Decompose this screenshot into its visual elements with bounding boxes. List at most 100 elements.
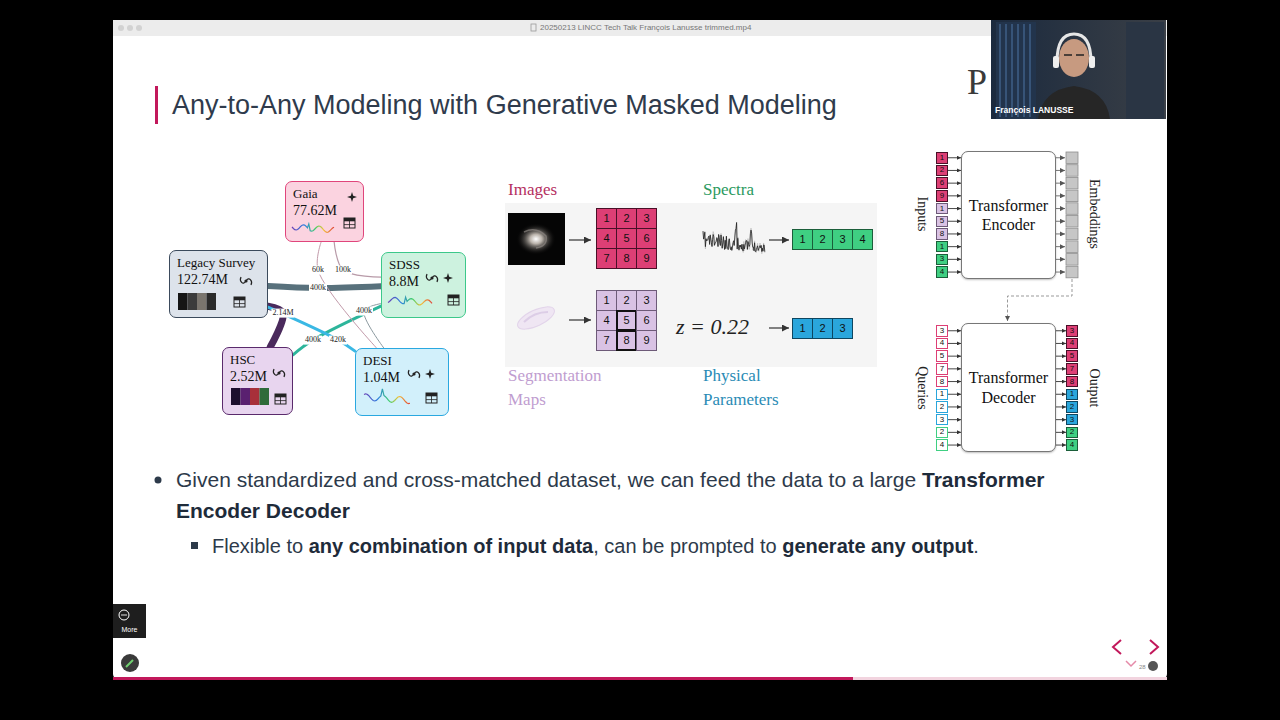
embedding-arrow (1055, 246, 1065, 247)
crossmatch-count: 100k (334, 266, 352, 275)
token-box: 7 (1066, 363, 1078, 375)
token-number: 1 (603, 213, 609, 224)
token-number: 2 (1070, 403, 1074, 411)
token-arrow (948, 406, 961, 407)
slide-title: Any-to-Any Modeling with Generative Mask… (172, 89, 837, 121)
token-number: 3 (940, 416, 944, 424)
more-icon-dot (125, 614, 127, 616)
embedding-cell (1066, 228, 1078, 240)
token-box: 3 (936, 325, 948, 337)
token-number: 2 (623, 295, 629, 306)
token-box: 2 (1066, 401, 1078, 413)
embedding-cell (1066, 165, 1078, 177)
token-box: 2 (936, 401, 948, 413)
galaxy-arm (524, 230, 546, 248)
token-number: 6 (643, 233, 649, 244)
crossmatch-count: 400k (304, 336, 322, 345)
token-number: 6 (940, 179, 944, 187)
table-icon (234, 297, 245, 307)
crossmatch-link (334, 242, 381, 277)
pen-icon (126, 660, 133, 667)
token-number: 4 (603, 233, 609, 244)
token-arrow (1056, 406, 1066, 407)
survey-name: DESI (363, 353, 392, 369)
token-number: 2 (1070, 428, 1074, 436)
token-box: 3 (936, 254, 948, 266)
token-arrow (948, 233, 961, 234)
galaxy-glow (516, 223, 556, 255)
star-icon (347, 192, 357, 202)
token-number: 3 (643, 213, 649, 224)
webcam-frame (991, 20, 1166, 119)
token-arrow (948, 183, 961, 184)
embedding-arrow (1055, 208, 1065, 209)
token-number: 4 (1070, 441, 1074, 449)
spectrum-icon (364, 389, 410, 404)
star-icon (425, 369, 435, 379)
survey-count: 122.74M (177, 271, 228, 288)
token-number: 3 (940, 327, 944, 335)
token-number: 3 (1070, 327, 1074, 335)
token-box: 4 (936, 266, 948, 278)
token-box: 8 (616, 330, 637, 351)
embedding-cell (1066, 216, 1078, 228)
galaxy-icon (240, 277, 251, 285)
galaxy-icon (426, 274, 437, 282)
more-icon (119, 610, 129, 620)
crossmatch-link (317, 242, 376, 348)
sub-bullet-square (191, 542, 198, 549)
video-window (113, 20, 1167, 680)
token-number: 3 (1070, 416, 1074, 424)
token-number: 3 (940, 255, 944, 263)
window-button (136, 25, 142, 31)
window-button (118, 25, 124, 31)
star-icon (443, 273, 453, 283)
token-number: 1 (799, 234, 805, 245)
token-number: 4 (940, 268, 944, 276)
galaxy-image (508, 213, 565, 265)
embedding-cell (1066, 266, 1078, 278)
bullet-dot (155, 477, 162, 484)
token-box: 1 (596, 290, 617, 311)
embedding-arrow (1055, 157, 1065, 158)
survey-name: Legacy Survey (177, 255, 255, 271)
bullet-text: Flexible to any combination of input dat… (212, 531, 1160, 561)
prev-arrow (1113, 640, 1121, 654)
token-arrow (948, 259, 961, 260)
token-box: 4 (596, 310, 617, 331)
token-number: 4 (859, 234, 865, 245)
glasses (1064, 54, 1084, 56)
token-box: 1 (792, 318, 813, 339)
embedding-token (1055, 266, 1078, 278)
table-icon (448, 295, 459, 305)
image-strip (207, 293, 217, 310)
token-arrow (948, 394, 961, 395)
token-number: 8 (1070, 378, 1074, 386)
image-strip (260, 388, 270, 405)
token-arrow (948, 208, 961, 209)
token-number: 7 (1070, 365, 1074, 373)
server-rack (996, 22, 1036, 119)
crossmatch-count: 400k (355, 307, 373, 316)
file-icon (531, 24, 536, 31)
segmentation-image (514, 302, 557, 333)
token-box: 8 (936, 228, 948, 240)
tokenize-arrow (569, 239, 591, 240)
embedding-cell (1066, 203, 1078, 215)
survey-box: SDSS8.8M (381, 252, 466, 318)
token-number: 3 (839, 234, 845, 245)
token-box: 3 (832, 229, 853, 250)
token-number: 3 (643, 295, 649, 306)
token-arrow (1056, 445, 1066, 446)
token-box: 6 (936, 177, 948, 189)
token-number: 1 (940, 154, 944, 162)
survey-name: Gaia (293, 186, 318, 202)
survey-box: Gaia77.62M (285, 181, 364, 242)
embedding-token (1055, 203, 1078, 215)
token-box: 2 (812, 318, 833, 339)
fullscreen-icon (1148, 661, 1158, 671)
token-box: 2 (616, 208, 637, 229)
body-phrase: , can be prompted to (593, 535, 776, 557)
token-arrow (1056, 381, 1066, 382)
body-phrase: . (973, 535, 979, 557)
